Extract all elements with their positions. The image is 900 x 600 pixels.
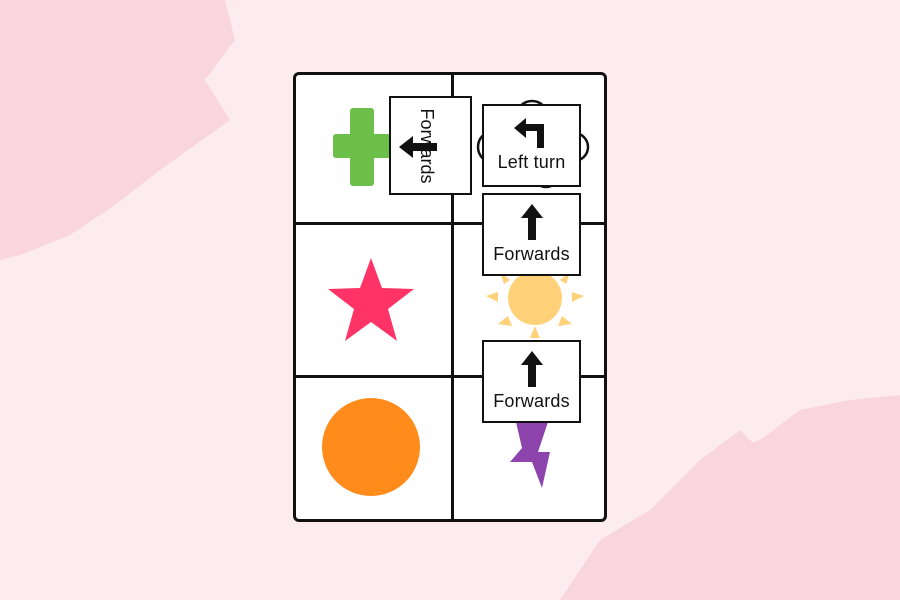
arrow-up-icon [520, 351, 543, 387]
forwards-card-2-label: Forwards [493, 391, 570, 411]
background-blob-left-spike [60, 70, 170, 180]
left-turn-arrow-icon [513, 118, 544, 148]
forwards-card-2[interactable]: Forwards [482, 340, 581, 423]
arrow-up-icon [520, 204, 543, 240]
arrow-left-icon [399, 136, 437, 158]
sun-icon [486, 271, 584, 338]
pink-star-icon [328, 258, 414, 341]
lightning-bolt-icon [510, 422, 550, 488]
left-turn-card-label: Left turn [497, 152, 566, 172]
forwards-card-rotated[interactable]: Forwards [389, 96, 472, 195]
forwards-card-1-label: Forwards [493, 244, 570, 264]
left-turn-card[interactable]: Left turn [482, 104, 581, 187]
grid-divider-vertical [451, 75, 454, 519]
background-blob-right-spike [700, 420, 900, 520]
grid-divider-horizontal-2 [296, 375, 604, 378]
green-cross-icon [333, 108, 391, 186]
orange-circle-icon [322, 398, 420, 496]
grid-divider-horizontal-1 [296, 222, 604, 225]
forwards-card-rotated-label: Forwards [416, 107, 437, 184]
forwards-card-1[interactable]: Forwards [482, 193, 581, 276]
